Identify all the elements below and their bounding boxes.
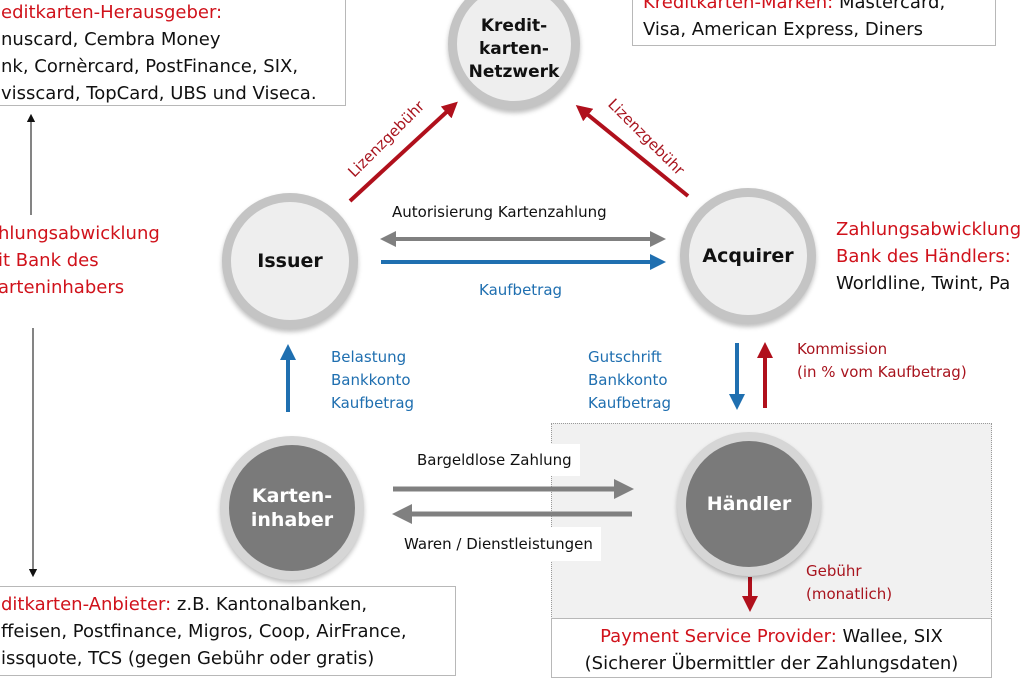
issuer-bank-label: hlungsabwicklung it Bank des arteninhabe… — [0, 220, 160, 301]
providers-line-1: ffeisen, Postfinance, Migros, Coop, AirF… — [1, 621, 407, 642]
purchase-amount-label: Kaufbetrag — [479, 281, 563, 299]
issuers-line-3: visscard, TopCard, UBS und Viseca. — [1, 83, 317, 104]
psp-heading-rest: Wallee, SIX — [836, 626, 943, 647]
node-network: Kredit- karten- Netzwerk — [448, 0, 580, 110]
fee-label: Gebühr (monatlich) — [806, 560, 892, 606]
node-issuer-label: Issuer — [257, 250, 323, 272]
credit-line-3: Kaufbetrag — [588, 394, 672, 412]
node-cardholder: Karten- inhaber — [220, 436, 364, 580]
license-fee-left-arrow — [348, 101, 458, 203]
commission-label: Kommission (in % vom Kaufbetrag) — [797, 338, 967, 384]
fee-line-1: Gebühr — [806, 562, 862, 580]
node-issuer: Issuer — [222, 193, 358, 329]
node-acquirer: Acquirer — [680, 188, 816, 324]
node-network-label: Kredit- karten- Netzwerk — [468, 15, 560, 82]
issuers-heading: editkarten-Herausgeber: — [1, 2, 223, 23]
credit-line-2: Bankkonto — [588, 371, 668, 389]
node-acquirer-label: Acquirer — [702, 245, 794, 267]
acquirer-bank-line-2: Bank des Händlers: — [836, 246, 1011, 267]
credit-line-1: Gutschrift — [588, 348, 662, 366]
brands-box: Kreditkarten-Marken: Mastercard, Visa, A… — [632, 0, 996, 46]
psp-heading: Payment Service Provider: — [600, 626, 837, 647]
issuers-box: editkarten-Herausgeber: nuscard, Cembra … — [0, 0, 346, 106]
credit-label: Gutschrift Bankkonto Kaufbetrag — [588, 346, 671, 415]
commission-line-2: (in % vom Kaufbetrag) — [797, 363, 967, 381]
node-merchant-label: Händler — [706, 493, 792, 515]
issuer-bank-line-2: it Bank des — [0, 250, 99, 271]
debit-line-1: Belastung — [331, 348, 407, 366]
brands-line-1: Visa, American Express, Diners — [643, 19, 924, 40]
issuers-line-1: nuscard, Cembra Money — [1, 29, 221, 50]
debit-line-2: Bankkonto — [331, 371, 411, 389]
issuer-bank-line-3: arteninhabers — [0, 277, 125, 298]
node-merchant: Händler — [677, 432, 821, 576]
flow-arrows — [26, 101, 773, 612]
issuers-line-2: nk, Cornèrcard, PostFinance, SIX, — [1, 56, 299, 77]
acquirer-bank-line-3: Worldline, Twint, Pa — [836, 273, 1011, 294]
fee-line-2: (monatlich) — [806, 585, 893, 603]
brands-heading-rest: Mastercard, — [833, 0, 946, 13]
commission-line-1: Kommission — [797, 340, 888, 358]
node-cardholder-label: Karten- inhaber — [250, 485, 334, 531]
issuer-bank-line-1: hlungsabwicklung — [0, 223, 160, 244]
authorization-label: Autorisierung Kartenzahlung — [392, 203, 607, 221]
goods-services-label: Waren / Dienstleistungen — [396, 527, 601, 561]
acquirer-bank-label: Zahlungsabwicklung Bank des Händlers: Wo… — [836, 216, 1021, 297]
debit-line-3: Kaufbetrag — [331, 394, 415, 412]
acquirer-bank-line-1: Zahlungsabwicklung — [836, 219, 1022, 240]
brands-heading: Kreditkarten-Marken: — [643, 0, 834, 13]
debit-label: Belastung Bankkonto Kaufbetrag — [331, 346, 414, 415]
cashless-payment-label: Bargeldlose Zahlung — [409, 444, 580, 476]
providers-heading: ditkarten-Anbieter: — [1, 594, 172, 615]
license-fee-right-arrow — [575, 104, 690, 198]
providers-heading-rest: z.B. Kantonalbanken, — [171, 594, 368, 615]
